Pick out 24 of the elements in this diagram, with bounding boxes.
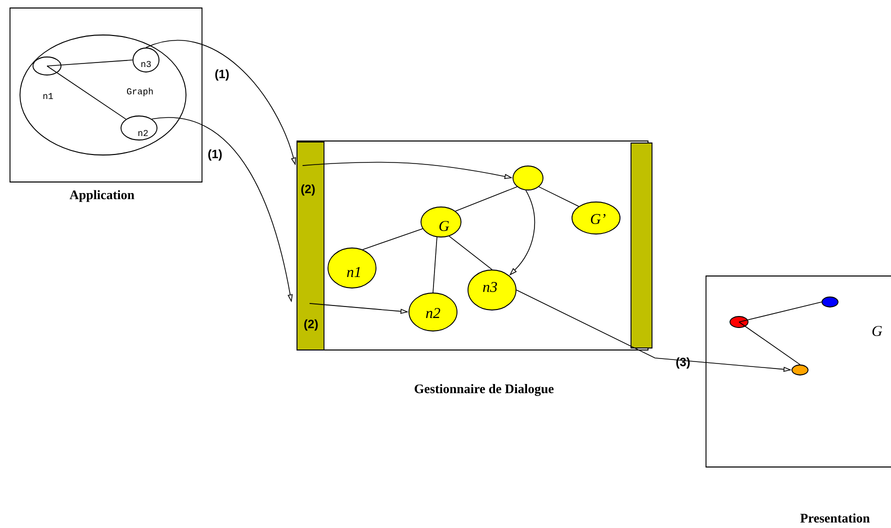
box-title: Application [70,190,134,202]
bar [296,142,324,350]
edge-label: (1) [215,69,229,81]
dot [730,316,748,328]
node-label: G’ [590,214,606,224]
bar [630,142,652,348]
dot [792,364,808,376]
node-label: n1 [347,267,360,277]
dot [822,296,838,308]
edge-label: (2) [301,184,315,196]
graph-label: Graph [127,88,153,96]
edge-label: (1) [208,149,222,161]
node-label: n3 [141,60,151,68]
node-label: n1 [43,93,53,99]
node-label: n2 [138,130,148,136]
node-label: n3 [483,282,497,292]
node-label: G [439,220,450,232]
edge-label: (3) [676,357,690,369]
box-title: Gestionnaire de Dialogue [414,384,554,396]
graph-label: G [872,326,882,336]
edge-label: (2) [304,319,318,331]
box-title: Presentation [800,513,870,523]
node-label: n2 [426,308,440,318]
node-circle [512,166,544,190]
